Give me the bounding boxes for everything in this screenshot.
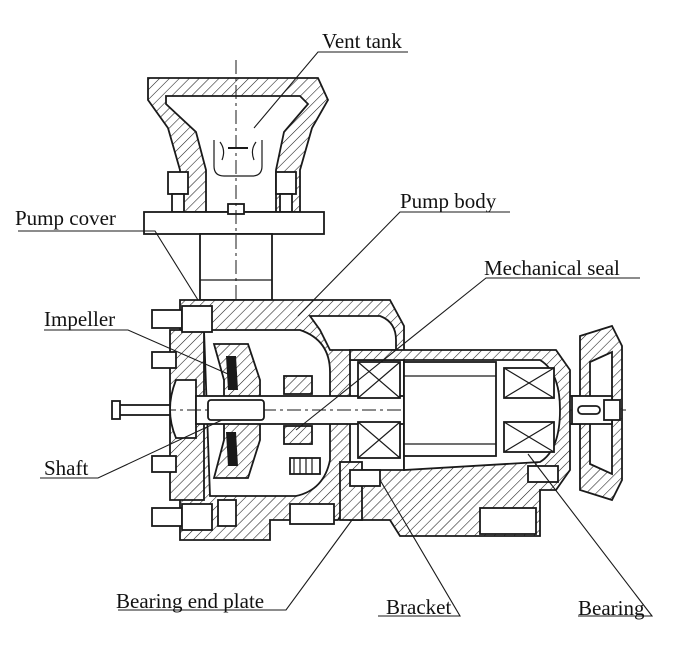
label-impeller: Impeller [44, 307, 116, 331]
body-bolts [151, 305, 559, 531]
bearing-left [357, 361, 401, 459]
label-bearing-end-plate: Bearing end plate [116, 589, 265, 613]
label-vent-tank: Vent tank [322, 29, 402, 53]
label-bearing: Bearing [578, 596, 645, 620]
flange-plate [143, 211, 325, 235]
label-pump-cover: Pump cover [15, 206, 116, 230]
label-bracket: Bracket [386, 595, 452, 619]
pump-cover-part [169, 329, 205, 501]
leader-lines [18, 51, 654, 617]
label-pump-body: Pump body [400, 189, 497, 213]
vent-tank-part [147, 77, 330, 213]
label-shaft: Shaft [44, 456, 89, 480]
mechanical-seal-part [283, 375, 321, 475]
bearing-right [503, 367, 555, 453]
label-mechanical-seal: Mechanical seal [484, 256, 620, 280]
pulley-part [571, 324, 623, 502]
